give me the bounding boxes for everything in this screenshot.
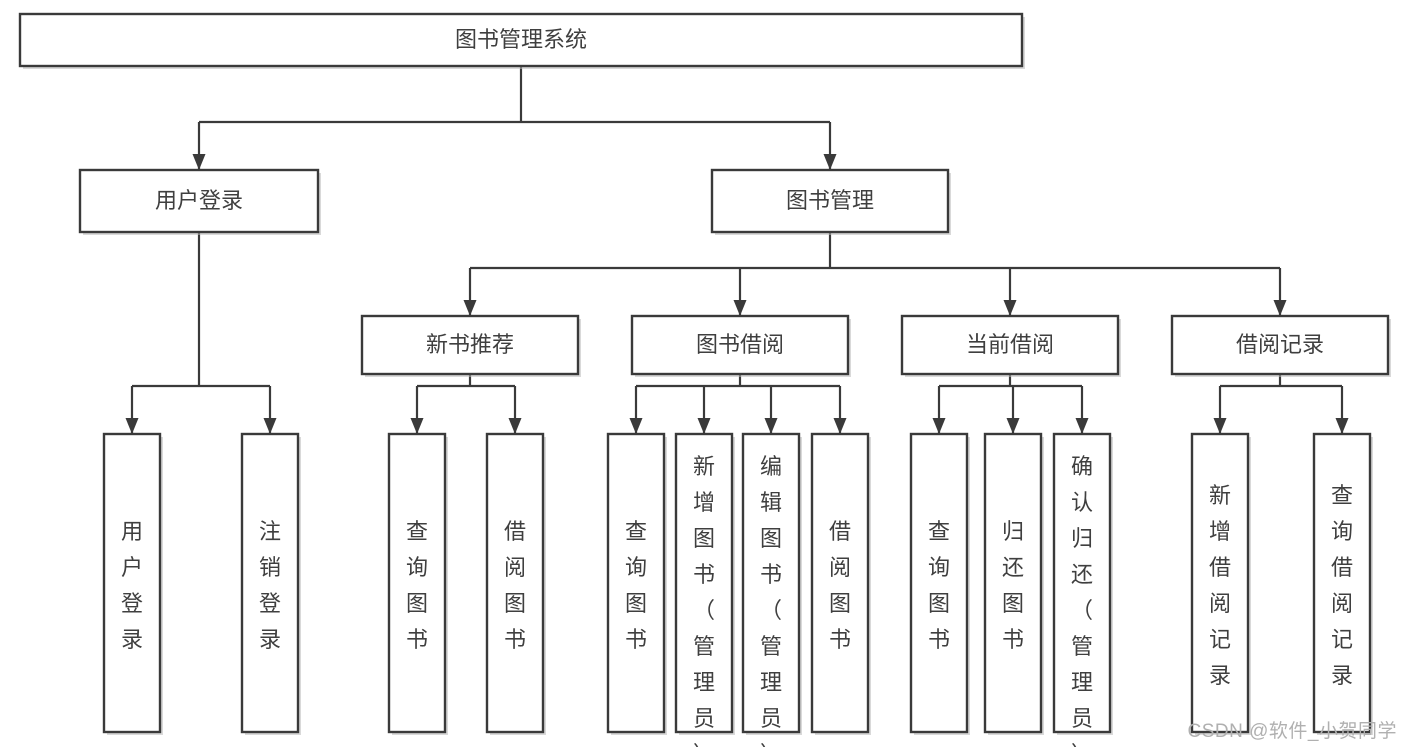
node-rect[interactable] — [1190, 432, 1250, 734]
arrow-head-icon — [1075, 418, 1089, 434]
node-rect[interactable] — [78, 168, 320, 234]
node-label: 查询图书 — [928, 519, 950, 652]
node-leaf-query-book-3[interactable]: 查询图书 — [909, 432, 970, 735]
node-label: 新增图书（管理员） — [693, 454, 715, 747]
node-leaf-return-book[interactable]: 归还图书 — [983, 432, 1044, 735]
node-label: 用户登录 — [121, 519, 143, 652]
arrow-head-icon — [823, 154, 837, 170]
node-rect[interactable] — [710, 168, 950, 234]
node-rect[interactable] — [18, 12, 1024, 68]
arrow-head-icon — [508, 418, 522, 434]
node-label: 图书管理 — [786, 188, 874, 213]
node-rect[interactable] — [360, 314, 580, 376]
node-leaf-query-record[interactable]: 查询借阅记录 — [1312, 432, 1373, 735]
node-rect[interactable] — [102, 432, 162, 734]
arrow-head-icon — [764, 418, 778, 434]
node-leaf-edit-book[interactable]: 编辑图书（管理员） — [741, 432, 802, 747]
node-rect[interactable] — [606, 432, 666, 734]
node-book-borrow[interactable]: 图书借阅 — [630, 314, 851, 377]
node-label: 新增借阅记录 — [1209, 483, 1231, 688]
node-rect[interactable] — [387, 432, 447, 734]
node-leaf-add-record[interactable]: 新增借阅记录 — [1190, 432, 1251, 735]
node-layer: 图书管理系统用户登录图书管理新书推荐图书借阅当前借阅借阅记录用户登录注销登录查询… — [18, 12, 1391, 747]
node-label: 当前借阅 — [966, 332, 1054, 357]
arrow-head-icon — [1003, 300, 1017, 316]
node-rect[interactable] — [630, 314, 850, 376]
node-rect[interactable] — [983, 432, 1043, 734]
arrow-head-icon — [1273, 300, 1287, 316]
node-root[interactable]: 图书管理系统 — [18, 12, 1025, 69]
arrow-head-icon — [932, 418, 946, 434]
node-leaf-add-book[interactable]: 新增图书（管理员） — [674, 432, 735, 747]
node-label: 借阅图书 — [504, 519, 526, 652]
node-label: 用户登录 — [155, 188, 243, 213]
node-leaf-borrow-book-2[interactable]: 借阅图书 — [810, 432, 871, 735]
node-leaf-query-book-1[interactable]: 查询图书 — [387, 432, 448, 735]
node-label: 归还图书 — [1002, 519, 1024, 652]
node-new-book-rec[interactable]: 新书推荐 — [360, 314, 581, 377]
node-label: 新书推荐 — [426, 332, 514, 357]
node-label: 图书管理系统 — [455, 27, 587, 52]
node-label: 确认归还（管理员） — [1071, 454, 1093, 747]
arrow-head-icon — [733, 300, 747, 316]
node-rect[interactable] — [1170, 314, 1390, 376]
node-rect[interactable] — [909, 432, 969, 734]
node-rect[interactable] — [741, 432, 801, 734]
node-leaf-logout[interactable]: 注销登录 — [240, 432, 301, 735]
node-leaf-query-book-2[interactable]: 查询图书 — [606, 432, 667, 735]
node-rect[interactable] — [485, 432, 545, 734]
arrow-head-icon — [629, 418, 643, 434]
node-rect[interactable] — [900, 314, 1120, 376]
node-borrow-record[interactable]: 借阅记录 — [1170, 314, 1391, 377]
node-book-manage[interactable]: 图书管理 — [710, 168, 951, 235]
arrow-head-icon — [263, 418, 277, 434]
node-label: 查询图书 — [406, 519, 428, 652]
arrow-head-icon — [1006, 418, 1020, 434]
arrow-head-icon — [1335, 418, 1349, 434]
connector-layer — [125, 66, 1349, 434]
node-rect[interactable] — [674, 432, 734, 734]
node-label: 借阅记录 — [1236, 332, 1324, 357]
arrow-head-icon — [833, 418, 847, 434]
node-user-login[interactable]: 用户登录 — [78, 168, 321, 235]
node-rect[interactable] — [1312, 432, 1372, 734]
node-label: 查询图书 — [625, 519, 647, 652]
node-label: 图书借阅 — [696, 332, 784, 357]
node-rect[interactable] — [810, 432, 870, 734]
node-label: 查询借阅记录 — [1331, 483, 1353, 688]
arrow-head-icon — [697, 418, 711, 434]
node-leaf-confirm-return[interactable]: 确认归还（管理员） — [1052, 432, 1113, 747]
node-label: 编辑图书（管理员） — [760, 454, 782, 747]
node-label: 注销登录 — [259, 519, 281, 652]
arrow-head-icon — [410, 418, 424, 434]
arrow-head-icon — [192, 154, 206, 170]
node-leaf-borrow-book-1[interactable]: 借阅图书 — [485, 432, 546, 735]
arrow-head-icon — [1213, 418, 1227, 434]
arrow-head-icon — [463, 300, 477, 316]
node-rect[interactable] — [240, 432, 300, 734]
node-leaf-user-login[interactable]: 用户登录 — [102, 432, 163, 735]
node-current-borrow[interactable]: 当前借阅 — [900, 314, 1121, 377]
node-rect[interactable] — [1052, 432, 1112, 734]
arrow-head-icon — [125, 418, 139, 434]
node-label: 借阅图书 — [829, 519, 851, 652]
